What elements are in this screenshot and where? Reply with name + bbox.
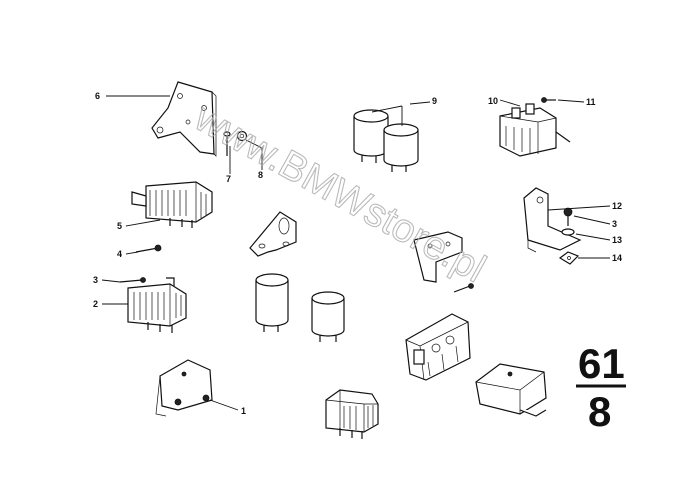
cylinder-relay-left-part[interactable] — [255, 273, 289, 332]
nut-14-part[interactable] — [558, 251, 580, 265]
screw-4-part[interactable] — [135, 244, 162, 253]
callout-4: 4 — [117, 249, 122, 259]
callout-1: 1 — [241, 406, 246, 416]
callout-13: 13 — [612, 235, 622, 245]
leader-lines — [101, 95, 611, 411]
regulator-connector-part[interactable] — [405, 313, 471, 381]
callout-14: 14 — [612, 253, 622, 263]
bracket-right-center-part[interactable] — [413, 231, 463, 283]
callouts: 6 7 8 5 4 3 2 1 9 10 11 12 3 13 14 — [93, 91, 622, 416]
callout-7: 7 — [226, 174, 231, 184]
callout-3b: 3 — [612, 219, 617, 229]
relay-2-part[interactable] — [127, 277, 187, 333]
callout-6: 6 — [95, 91, 100, 101]
callout-10: 10 — [488, 96, 498, 106]
washer-13-part[interactable] — [561, 228, 575, 236]
relay-bottom-center-part[interactable] — [325, 389, 379, 439]
bracket-center-part[interactable] — [249, 211, 297, 257]
relay-10-part[interactable] — [499, 103, 571, 157]
screw-7-part[interactable] — [223, 131, 231, 156]
relay-5-part[interactable] — [131, 181, 213, 228]
bracket-12-part[interactable] — [523, 187, 582, 253]
watermark: www.BMWstore.pl — [187, 95, 493, 291]
screw-3a-part[interactable] — [119, 277, 146, 283]
small-screw-part[interactable] — [453, 283, 474, 293]
callout-12: 12 — [612, 201, 622, 211]
cylinder-relay-right-part[interactable] — [311, 291, 345, 342]
screw-11-part[interactable] — [541, 97, 557, 103]
nut-8-part[interactable] — [236, 130, 248, 142]
callout-3a: 3 — [93, 275, 98, 285]
group-number: 61 8 — [576, 340, 626, 435]
group-sub-number: 8 — [588, 388, 611, 435]
group-main-number: 61 — [578, 340, 625, 387]
callout-11: 11 — [586, 97, 596, 107]
regulator-box-part[interactable] — [475, 363, 547, 417]
screw-3b-part[interactable] — [563, 207, 573, 226]
cylinder-relays-9-part[interactable] — [353, 109, 419, 172]
callout-2: 2 — [93, 299, 98, 309]
callout-5: 5 — [117, 221, 122, 231]
bracket-6-part[interactable] — [151, 81, 217, 157]
callout-8: 8 — [258, 170, 263, 180]
bracket-1-part[interactable] — [155, 359, 213, 417]
callout-9: 9 — [432, 96, 437, 106]
